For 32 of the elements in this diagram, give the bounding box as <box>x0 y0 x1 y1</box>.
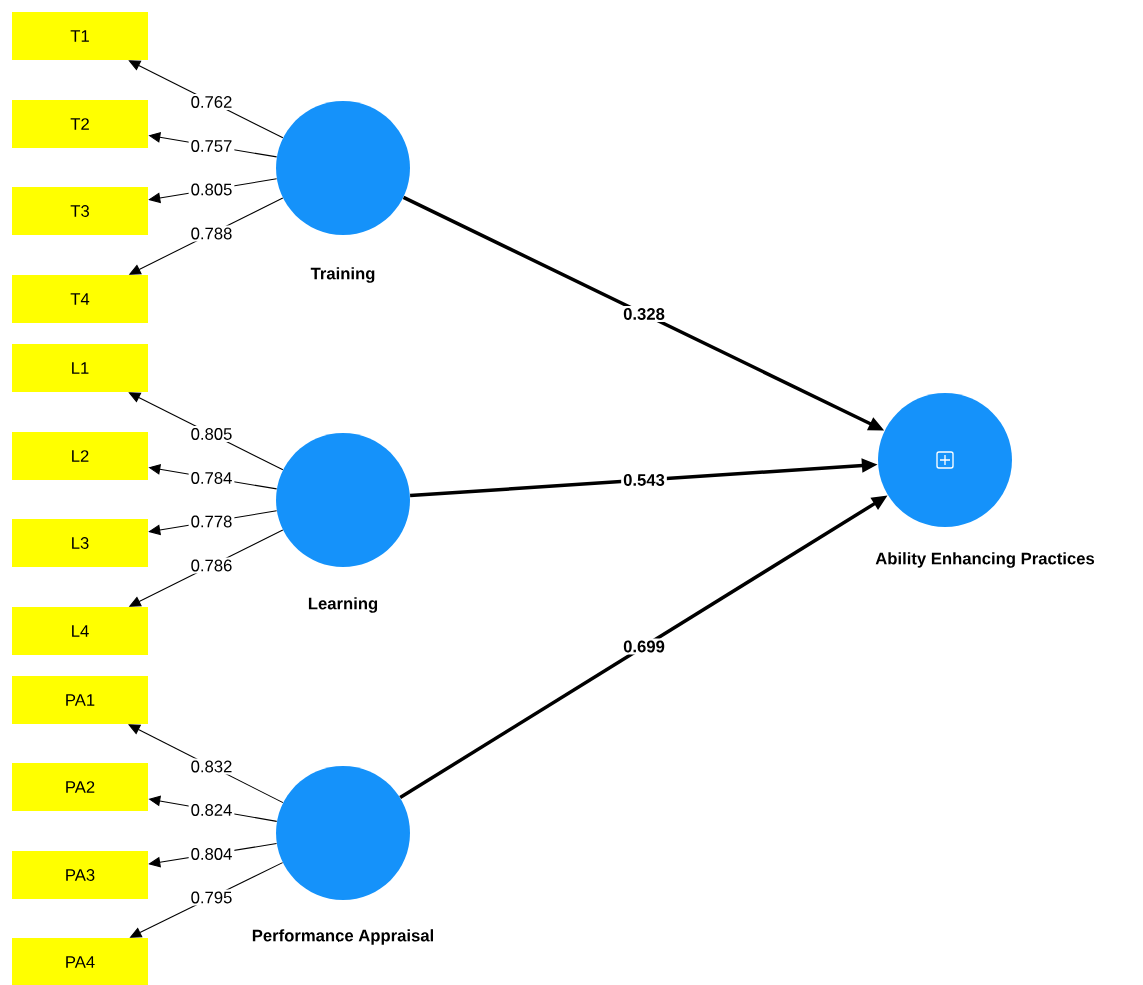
indicator-box: PA4 <box>12 938 148 985</box>
node-label: Performance Appraisal <box>252 929 434 945</box>
edge-label: 0.805 <box>188 426 235 442</box>
indicator-box: PA1 <box>12 676 148 724</box>
edge-label: 0.795 <box>188 889 235 906</box>
indicator-box: L3 <box>12 519 148 567</box>
edge-label: 0.757 <box>188 138 235 154</box>
indicator-box: T2 <box>12 100 148 148</box>
edge-label: 0.824 <box>188 802 235 818</box>
edge-label: 0.543 <box>621 472 667 488</box>
node-label: Ability Enhancing Practices <box>875 552 1095 568</box>
indicator-box: T4 <box>12 275 148 323</box>
edge-label: 0.832 <box>188 758 235 775</box>
edge-label: 0.784 <box>188 470 235 486</box>
indicator-box: T1 <box>12 12 148 60</box>
edge-label: 0.699 <box>621 638 667 655</box>
indicator-box: L4 <box>12 607 148 655</box>
edge-label: 0.805 <box>188 181 235 198</box>
indicator-box: PA3 <box>12 851 148 899</box>
edge-label: 0.804 <box>188 846 235 862</box>
edge-label: 0.778 <box>188 513 235 530</box>
indicator-box: T3 <box>12 187 148 235</box>
edge-label: 0.786 <box>188 557 235 574</box>
indicator-box: L2 <box>12 432 148 480</box>
edge-label: 0.788 <box>188 225 235 242</box>
indicator-box: L1 <box>12 344 148 392</box>
node-label: Learning <box>308 597 378 613</box>
arrow <box>128 724 284 804</box>
indicator-box: PA2 <box>12 763 148 811</box>
node-label: Training <box>310 267 375 283</box>
edge-label: 0.762 <box>188 94 235 110</box>
edge-label: 0.328 <box>621 306 667 322</box>
